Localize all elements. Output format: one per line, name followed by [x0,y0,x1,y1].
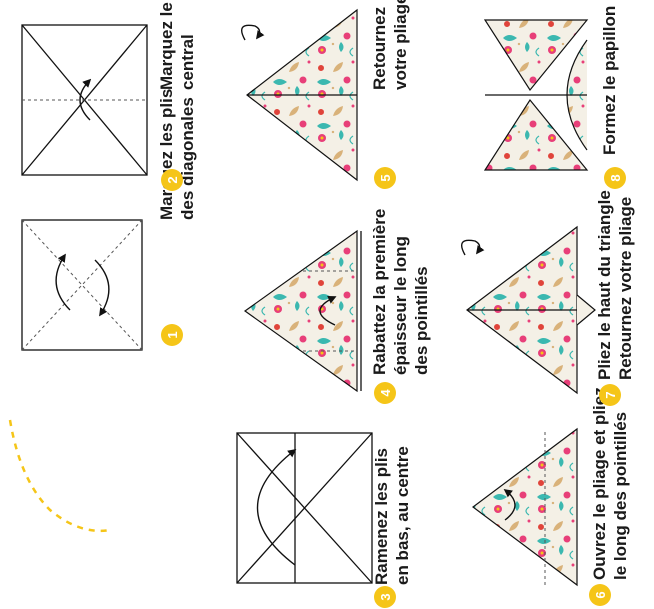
step-instruction: en bas, au centre [393,446,412,585]
step-instruction: Retournez votre pliage [616,197,635,380]
fold-arrow [258,450,296,565]
step-badge: 4 [374,382,396,404]
step-badge: 6 [589,584,611,606]
step-number: 4 [378,389,393,397]
floral-triangle [245,231,357,391]
step-instruction: Marquez les plis [157,89,176,220]
step-instruction: des diagonales [178,97,197,220]
step-5: 5 Retournez votre pliage [242,0,410,189]
step-1: 1 Marquez les plis des diagonales [22,89,197,350]
step-3: 3 Ramenez les plis en bas, au centre [237,433,412,608]
step-badge: 3 [374,586,396,608]
step-badge: 8 [604,167,626,189]
step-badge: 7 [599,384,621,406]
step-badge: 2 [161,169,183,191]
step-instruction: central [178,34,197,90]
floral-triangle [473,429,577,585]
step-number: 2 [165,176,180,183]
step-instruction: épaisseur le long [391,236,410,375]
step-instruction: Ouvrez le pliage et pliez [590,387,609,580]
step-badge: 1 [161,324,183,346]
decorative-dashed-trail [10,420,110,531]
step-8: 8 Formez le papillon [485,6,626,189]
step-number: 3 [378,593,393,600]
step-instruction: Formez le papillon [600,6,619,155]
step-7: 7 Pliez le haut du triangle Retournez vo… [462,190,635,406]
step-number: 6 [593,591,608,598]
step-number: 7 [603,391,618,398]
flip-arrow [462,240,480,255]
step-number: 8 [608,174,623,181]
step-instruction: Retournez [370,7,389,90]
step-instruction: des pointillés [412,266,431,375]
step-instruction: Marquez le pli [157,0,176,90]
step-instruction: votre pliage [391,0,410,90]
step-badge: 5 [374,167,396,189]
step-instruction: Rabattez la première [370,209,389,375]
step-4: 4 Rabattez la première épaisseur le long… [245,209,431,404]
fold-arrow [56,255,70,310]
folded-tip [577,295,595,325]
step-6: 6 Ouvrez le pliage et pliez le long des … [473,387,630,606]
step-instruction: Ramenez les plis [372,448,391,585]
flip-arrow [242,25,260,40]
step-instruction: le long des pointillés [611,412,630,580]
step-number: 5 [378,174,393,181]
step-instruction: Pliez le haut du triangle [595,190,614,380]
step-number: 1 [165,331,180,338]
